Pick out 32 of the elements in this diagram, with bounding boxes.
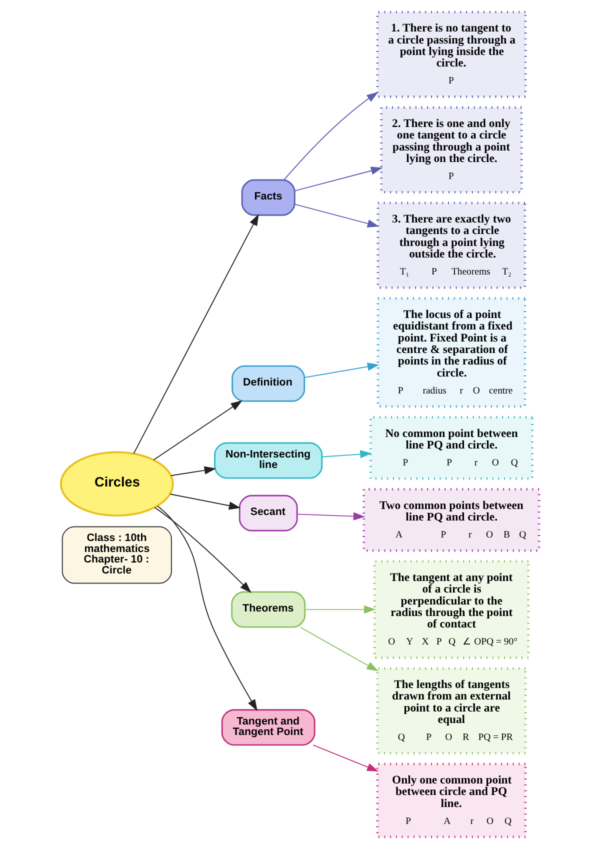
node-box: No common point between line PQ and circle. P P r O Q: [369, 416, 534, 480]
node-box: Facts: [241, 179, 296, 216]
node-box: The locus of a point equidistant from a fixed point. Fixed Point is a centre & separation of points in the radius of circle. P radius r O centre: [376, 297, 526, 408]
node-box: The tangent at any point of a circle is perpendicular to the radius through the point of contact O Y X P Q ∠ OPQ = 90°: [373, 560, 530, 659]
node-box: 1. There is no tangent to a circle passing through a point lying inside the circle. P: [376, 10, 527, 98]
arrow: [294, 204, 380, 228]
node-box: Secant: [238, 494, 298, 532]
node-box: Definition: [232, 365, 306, 402]
node-box: Theorems: [231, 591, 306, 628]
arrow: [304, 605, 376, 614]
arrow: [156, 506, 258, 712]
arrow: [296, 512, 366, 520]
arrow: [153, 400, 242, 460]
arrow: [321, 450, 372, 458]
arrow: [312, 744, 379, 772]
arrow: [294, 166, 383, 192]
node-box: Class : 10th mathematics Chapter- 10 : Circle: [62, 526, 172, 584]
arrow: [133, 214, 259, 454]
node-box: Non-Intersecting line: [214, 442, 323, 479]
node-box: Two common points between line PQ and circle. A P r O B Q: [362, 488, 540, 552]
node-box: Tangent and Tangent Point: [221, 709, 316, 746]
node-box: Only one common point between circle and PQ line. P A r O Q: [376, 762, 527, 838]
arrow: [284, 92, 378, 180]
node-box: 2. There is one and only one tangent to a circle passing through a point lying on the circle. P: [380, 106, 523, 194]
arrow: [300, 626, 378, 672]
arrow: [154, 506, 252, 594]
arrow: [170, 466, 216, 476]
arrow: [304, 362, 380, 378]
node-box: The lengths of tangents drawn from an external point to a circle are equal Q P O R PQ = PR: [376, 667, 527, 754]
node-box: 3. There are exactly two tangents to a circle through a point lying outside the circle. T₁ P Theorems T₂: [376, 202, 526, 289]
node-ellipse: Circles: [60, 451, 174, 517]
arrow: [170, 494, 241, 510]
